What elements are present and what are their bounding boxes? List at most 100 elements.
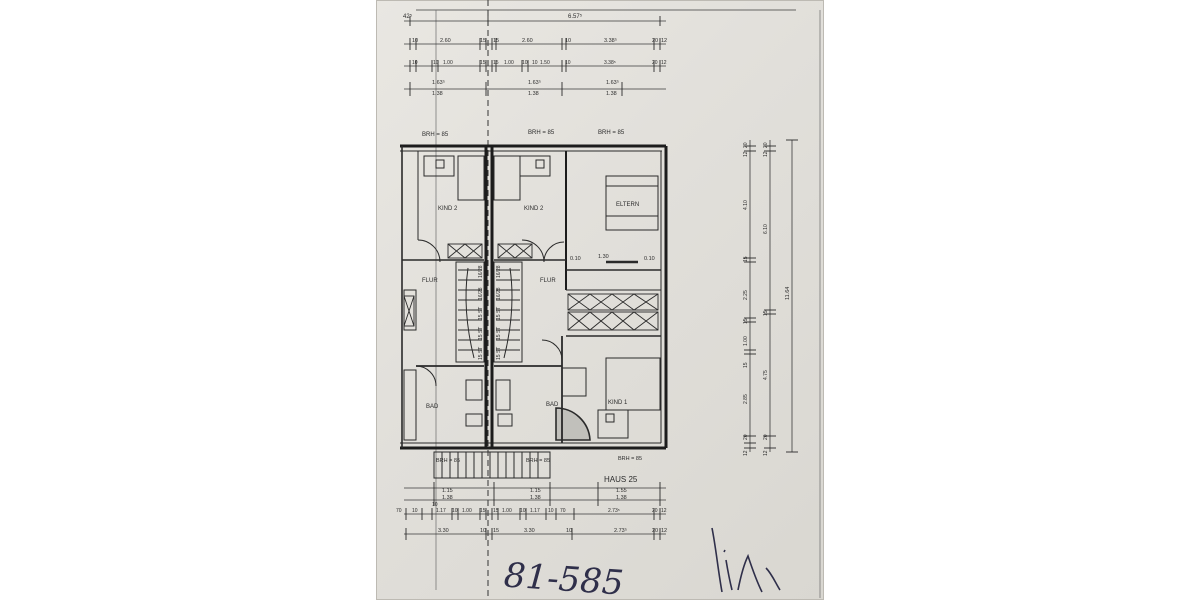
rdim-c1-0: 12 [743,151,749,157]
rdim-c1-9: 20 [743,434,749,440]
dim-row2-1: 2.60 [440,38,451,44]
bdim-r4-7: 12 [661,528,667,534]
rdim-c1-4: 2.25 [743,290,749,300]
stair-left-0: 16/28 [478,287,484,300]
plan-walls [400,144,668,450]
dim-row4b-1: 1.38 [528,91,539,97]
house-label: HAUS 25 [604,475,638,484]
bdim-r4-3: 3.30 [524,528,535,534]
dim-row4a-2: 1.63⁵ [606,79,619,86]
bdim-r3-11: 10 [548,508,554,514]
rdim-c1-1: 20 [743,142,749,148]
stair-left-2: 15 ST [478,327,484,340]
stair-right-1: 15 ST [496,307,502,320]
dim-row3-11: 20 [652,60,658,66]
bdim-r4-5: 2.73⁵ [614,527,627,534]
bdim-r3-3: 1.17 [436,508,446,514]
handwritten-signature [711,527,781,593]
front-steps [433,451,551,479]
bdim-r1-1: 1.15 [530,488,541,494]
rdim-c1-10: 12 [743,450,749,456]
dim-row2-8: 12 [661,38,667,44]
rdim-c2-0: 20 [763,142,769,148]
rdim-c3-total: 11.64 [785,287,791,300]
rdim-c2-4: 4.75 [763,370,769,380]
rdim-c1-5: 15 [743,318,749,324]
top-dimension-chains: 42⁵ 6.57⁵ 10 2.60 15 15 2.60 10 3.38⁵ 20… [403,13,667,97]
rdim-c2-1: 12 [763,151,769,157]
dim-row2-2: 15 [480,38,486,44]
annot-010-right: 0.10 [644,256,655,262]
dim-row4b-2: 1.38 [606,91,617,97]
dim-row2-4: 2.60 [522,38,533,44]
bdim-r3-9: 10 [520,508,526,514]
bdim-r3-2: 10 [432,502,438,508]
blueprint-sheet: 42⁵ 6.57⁵ 10 2.60 15 15 2.60 10 3.38⁵ 20… [376,0,824,600]
rdim-c2-5: 20 [763,434,769,440]
dim-row3-9: 10 [565,60,571,66]
dim-row2-6: 3.38⁵ [604,37,617,44]
annot-130: 1.30 [598,254,609,260]
bdim-r3-4: 10 [452,508,458,514]
floor-plan: 42⁵ 6.57⁵ 10 2.60 15 15 2.60 10 3.38⁵ 20… [376,0,824,600]
bdim-r3-7: 15 [493,508,499,514]
brh-bottom-right: BRH = 85 [618,456,642,462]
bdim-r4-0: 3.30 [438,528,449,534]
rdim-c2-3: 15 [763,310,769,316]
rdim-c2-2: 6.10 [763,224,769,234]
bdim-r3-0: 70 [396,508,402,514]
stair-right-4: 15 ST [496,347,502,360]
dim-row2-7: 20 [652,38,658,44]
room-kind1: KIND 1 [608,400,628,406]
dim-row4a-1: 1.63⁵ [528,79,541,86]
stairs [458,267,520,359]
room-bad-left: BAD [426,404,439,410]
room-bad-mid: BAD [546,402,559,408]
room-eltern: ELTERN [616,202,639,208]
bdim-r2-2: 1.38 [616,495,627,501]
dim-row3-12: 12 [661,60,667,66]
bottom-dimension-chains: 1.15 1.15 1.55 1.38 1.38 1.38 70 10 10 1… [396,482,667,540]
bdim-r1-0: 1.15 [442,488,453,494]
door-swings [415,239,565,387]
dim-row3-5: 1.00 [504,60,514,66]
bdim-r1-2: 1.55 [616,488,627,494]
bdim-r3-8: 1.00 [502,508,512,514]
dim-row3-8: 1.50 [540,60,550,66]
dim-row3-7: 10 [532,60,538,66]
dim-row2-0: 10 [412,38,418,44]
bdim-r4-1: 10 [480,528,486,534]
room-kind2-mid: KIND 2 [524,206,544,212]
bdim-r2-1: 1.38 [530,495,541,501]
bdim-r3-6: 15 [480,508,486,514]
dim-row2-3: 15 [493,38,499,44]
room-kind2-left: KIND 2 [438,206,458,212]
brh-top-left: BRH = 85 [422,132,449,138]
rdim-c1-2: 4.10 [743,200,749,210]
bdim-r3-1: 10 [412,508,418,514]
dim-row3-10: 3.38⁵ [604,60,616,66]
right-dimension-chains: 12 20 4.10 15 2.25 15 1.00 15 2.85 20 12… [743,139,798,456]
rdim-c1-3: 15 [743,256,749,262]
dim-top-425: 42⁵ [403,13,413,20]
furniture [403,155,661,441]
stair-left-1: 15 ST [478,307,484,320]
dim-row2-5: 10 [565,38,571,44]
dim-row3-4: 15 [493,60,499,66]
rdim-c1-7: 15 [743,362,749,368]
room-flur-left: FLUR [422,278,438,284]
dim-row3-6: 10 [522,60,528,66]
dim-row3-3: 15 [480,60,486,66]
bdim-r4-4: 10 [566,528,572,534]
bdim-r4-2: 15 [493,528,499,534]
rdim-c1-8: 2.85 [743,394,749,404]
rdim-c2-6: 12 [763,450,769,456]
bdim-r3-14: 20 [652,508,658,514]
room-flur-mid: FLUR [540,278,556,284]
brh-bottom-left: BRH = 85 [436,458,460,464]
stair-right-3: 16/28 [496,265,502,278]
stair-right-2: 15 ST [496,327,502,340]
bdim-r3-5: 1.00 [462,508,472,514]
bdim-r3-13: 2.73⁵ [608,508,620,514]
bdim-r4-6: 20 [652,528,658,534]
